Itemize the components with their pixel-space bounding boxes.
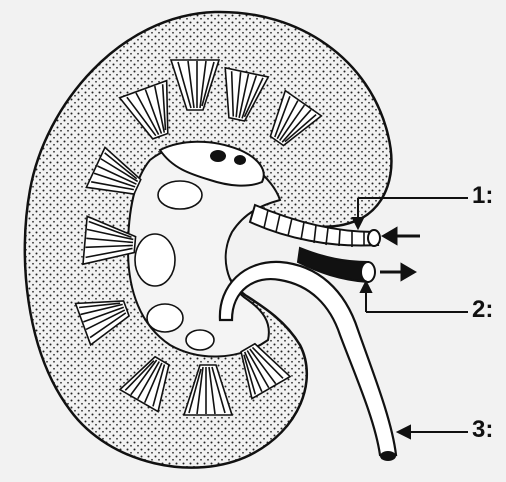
pelvis-spot	[210, 150, 226, 162]
label-2: 2:	[472, 298, 493, 322]
ureter-opening	[380, 451, 396, 461]
label-1: 1:	[472, 184, 493, 208]
flow-arrows	[380, 229, 420, 279]
label-3: 3:	[472, 418, 493, 442]
pelvis-spot	[234, 155, 246, 165]
